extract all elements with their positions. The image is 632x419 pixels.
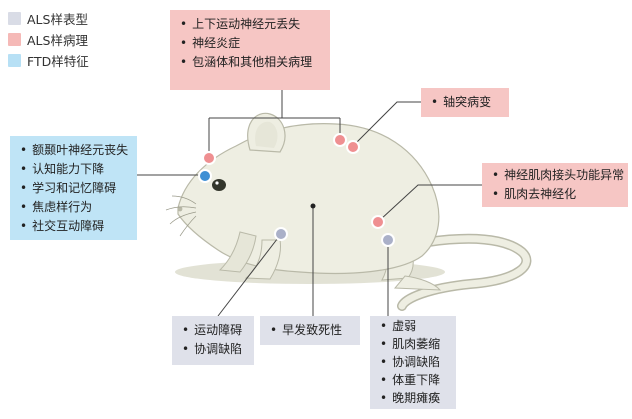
mouse-tail-inner [398, 235, 530, 310]
callout-ftd: 额颞叶神经元丧失 认知能力下降 学习和记忆障碍 焦虑样行为 社交互动障碍 [10, 136, 137, 240]
connector-lines [137, 90, 482, 317]
marker-death [310, 203, 316, 209]
callout-item: 协调缺陷 [380, 353, 446, 371]
back-foot [393, 275, 442, 291]
legend-item-ftd-features: FTD样特征 [8, 50, 89, 71]
connector-axon [352, 101, 421, 147]
marker-axon [346, 140, 360, 154]
connector-nmj [379, 184, 482, 221]
connector-top-pathology [208, 90, 341, 156]
callout-item: 认知能力下降 [20, 160, 127, 179]
whiskers [165, 195, 197, 237]
callout-item: 焦虑样行为 [20, 198, 127, 217]
legend: ALS样表型 ALS样病理 FTD样特征 [8, 8, 89, 71]
callout-item: 晚期瘫痪 [380, 389, 446, 407]
front-leg [244, 239, 281, 280]
front-leg-far [218, 231, 257, 273]
callout-top-pathology: 上下运动神经元丢失 神经炎症 包涵体和其他相关病理 [170, 10, 330, 90]
callout-muscle: 虚弱 肌肉萎缩 协调缺陷 体重下降 晚期瘫痪 [370, 316, 456, 409]
callout-death: 早发致死性 [260, 316, 360, 345]
callout-item: 社交互动障碍 [20, 217, 127, 236]
legend-item-als-phenotype: ALS样表型 [8, 8, 89, 29]
callout-item: 轴突病变 [431, 93, 499, 112]
legend-swatch-gray [8, 12, 21, 25]
callout-item: 虚弱 [380, 317, 446, 335]
mouse-body [177, 123, 440, 275]
callout-item: 肌肉去神经化 [492, 185, 618, 204]
callout-motor: 运动障碍 协调缺陷 [172, 316, 254, 365]
legend-label: FTD样特征 [27, 54, 89, 69]
marker-brain-pathology [202, 151, 216, 165]
callout-item: 学习和记忆障碍 [20, 179, 127, 198]
marker-spine-pathology [333, 133, 347, 147]
callout-item: 体重下降 [380, 371, 446, 389]
marker-nmj [371, 215, 385, 229]
callout-item: 肌肉萎缩 [380, 335, 446, 353]
mouse-eye-highlight [215, 181, 219, 185]
legend-label: ALS样表型 [27, 12, 88, 27]
callout-item: 额颞叶神经元丧失 [20, 141, 128, 160]
legend-swatch-blue [8, 54, 21, 67]
legend-item-als-pathology: ALS样病理 [8, 29, 89, 50]
callout-item: 协调缺陷 [182, 340, 244, 359]
callout-item: 神经炎症 [180, 34, 320, 53]
legend-swatch-pink [8, 33, 21, 46]
callout-nmj: 神经肌肉接头功能异常 肌肉去神经化 [482, 163, 628, 207]
legend-label: ALS样病理 [27, 33, 88, 48]
callout-axon: 轴突病变 [421, 88, 509, 117]
markers [198, 133, 395, 247]
mouse-ear-inner [255, 121, 278, 148]
marker-ftd [198, 169, 212, 183]
mouse-nose [177, 206, 183, 212]
callout-item: 包涵体和其他相关病理 [180, 53, 320, 72]
marker-motor [274, 227, 288, 241]
callout-item: 神经肌肉接头功能异常 [492, 166, 624, 185]
marker-muscle [381, 233, 395, 247]
callout-item: 上下运动神经元丢失 [180, 15, 320, 34]
connector-motor [217, 233, 282, 317]
callout-item: 早发致死性 [270, 321, 350, 340]
callout-item: 运动障碍 [182, 321, 244, 340]
mouse-eye [212, 179, 226, 191]
